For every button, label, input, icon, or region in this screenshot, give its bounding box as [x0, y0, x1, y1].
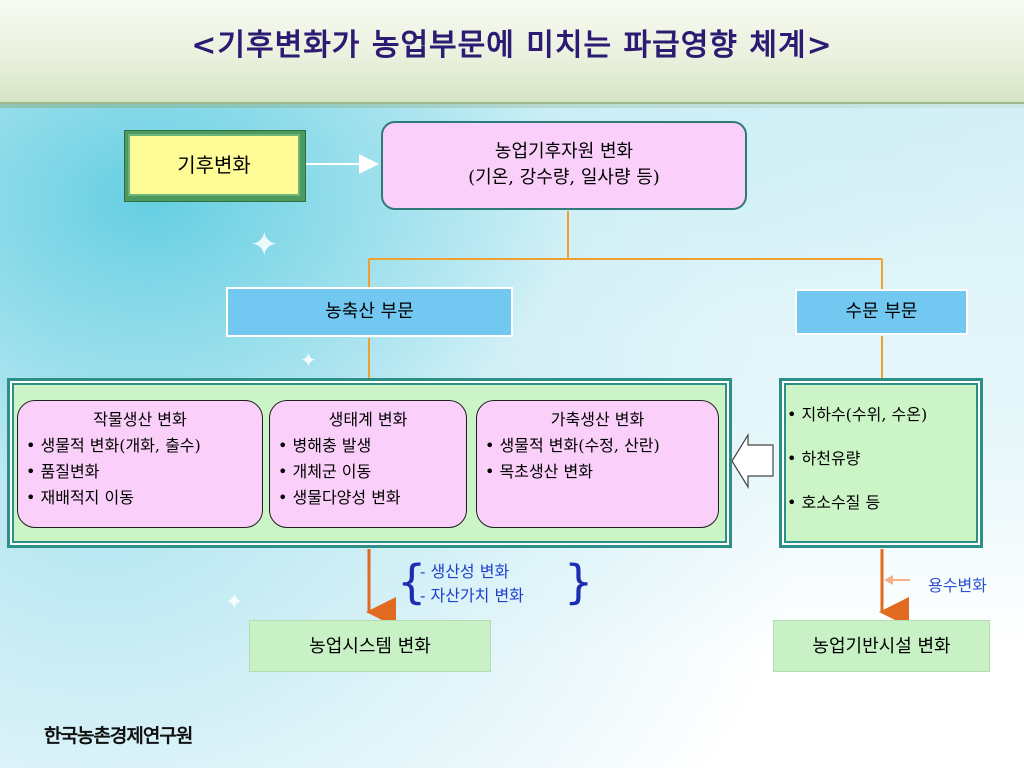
sparkle-icon: ✦ [300, 348, 317, 372]
agri-climate-resource-box: 농업기후자원 변화 (기온, 강수량, 일사량 등) [381, 121, 747, 210]
water-use-change-label: 용수변화 [928, 576, 987, 595]
list-item: • 품질변화 [26, 462, 100, 481]
agri-livestock-sector-box: 농축산 부문 [226, 287, 513, 337]
list-item: • 병해충 발생 [278, 436, 372, 455]
card-title: 작물생산 변화 [93, 410, 187, 429]
climate-change-box: 기후변화 [128, 134, 300, 196]
list-item: • 목초생산 변화 [485, 462, 593, 481]
agri-climate-resource-detail: (기온, 강수량, 일사량 등) [468, 167, 660, 188]
left-brace-icon: { [397, 555, 427, 609]
card-title: 가축생산 변화 [550, 410, 645, 429]
agri-system-change-box: 농업시스템 변화 [249, 620, 491, 672]
list-item: • 호소수질 등 [787, 493, 881, 512]
sparkle-icon: ✦ [225, 590, 244, 615]
list-item: • 생물적 변화(개화, 출수) [26, 436, 201, 455]
crop-production-card: 작물생산 변화 • 생물적 변화(개화, 출수) • 품질변화 • 재배적지 이… [17, 400, 263, 528]
hydrology-sector-box: 수문 부문 [795, 289, 968, 335]
list-item: • 생물다양성 변화 [278, 488, 401, 507]
effect-asset-value: - 자산가치 변화 [420, 586, 524, 605]
list-item: • 하천유량 [787, 449, 861, 468]
effects-note: - 생산성 변화 - 자산가치 변화 [420, 560, 524, 608]
list-item: • 지하수(수위, 수온) [787, 405, 928, 424]
right-brace-icon: } [564, 555, 594, 609]
hydrology-items-list: • 지하수(수위, 수온) • 하천유량 • 호소수질 등 [787, 402, 977, 534]
ecosystem-card: 생태계 변화 • 병해충 발생 • 개체군 이동 • 생물다양성 변화 [269, 400, 467, 528]
card-title: 생태계 변화 [328, 410, 408, 429]
sparkle-icon: ✦ [250, 225, 279, 265]
agri-infrastructure-change-box: 농업기반시설 변화 [773, 620, 990, 672]
livestock-production-card: 가축생산 변화 • 생물적 변화(수정, 산란) • 목초생산 변화 [476, 400, 719, 528]
effect-productivity: - 생산성 변화 [420, 562, 510, 581]
list-item: • 재배적지 이동 [26, 488, 134, 507]
list-item: • 생물적 변화(수정, 산란) [485, 436, 660, 455]
slide-title: <기후변화가 농업부문에 미치는 파급영향 체계> [191, 28, 833, 63]
agri-climate-resource-title: 농업기후자원 변화 [494, 141, 634, 162]
list-item: • 개체군 이동 [278, 462, 372, 481]
title-band [0, 0, 1024, 108]
hydrology-impact-frame [779, 378, 983, 548]
institute-logo-text: 한국농촌경제연구원 [44, 725, 193, 747]
